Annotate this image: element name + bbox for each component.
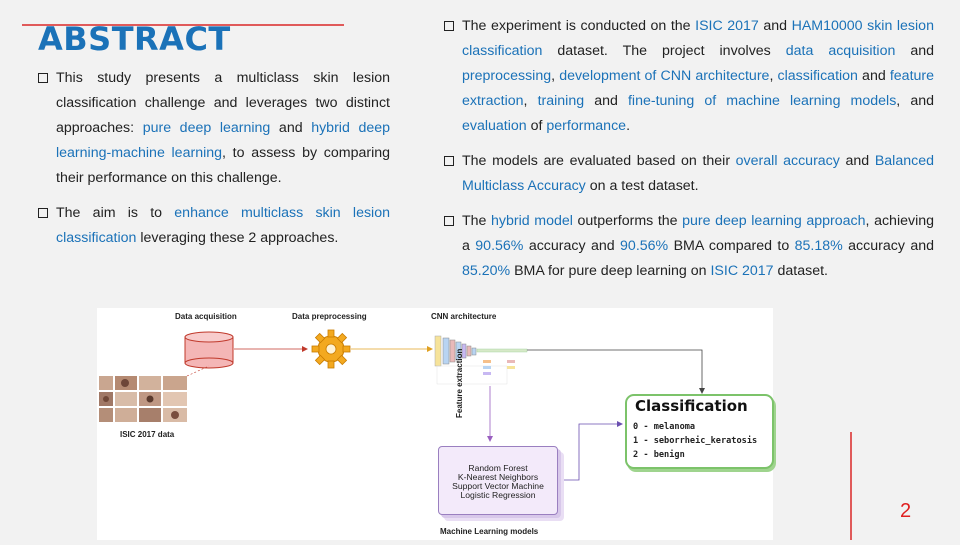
body-text: BMA for pure deep learning on (510, 263, 711, 279)
classification-box: Classification 0 - melanoma 1 - seborrhe… (625, 394, 774, 469)
right-column: The experiment is conducted on the ISIC … (444, 14, 934, 294)
ml-model-item: Logistic Regression (460, 490, 536, 500)
highlight-text: feature extraction (462, 68, 935, 109)
body-text: and (895, 43, 934, 59)
body-text: , to assess by comparing their performan… (56, 145, 391, 186)
body-text: and (839, 153, 875, 169)
ml-model-item: K-Nearest Neighbors (457, 472, 539, 482)
label-data-preprocessing: Data preprocessing (292, 312, 367, 321)
highlight-text: 85.20% (462, 263, 511, 279)
highlight-text: 90.56% (475, 238, 524, 254)
body-text: BMA compared to (668, 238, 795, 254)
body-text: . (626, 118, 631, 134)
class-item: 2 - benign (633, 450, 685, 460)
cnn-layers-icon (434, 335, 528, 385)
body-text: The (462, 213, 492, 229)
checkbox-bullet-icon (444, 156, 454, 166)
highlight-text: training (537, 93, 585, 109)
bullet-item: The experiment is conducted on the ISIC … (444, 14, 934, 139)
isic-image-grid (99, 376, 187, 422)
highlight-text: 85.18% (794, 238, 843, 254)
title-top-rule (22, 24, 344, 26)
checkbox-bullet-icon (38, 73, 48, 83)
pipeline-diagram (99, 329, 705, 481)
highlight-text: 90.56% (620, 238, 669, 254)
highlight-text: ISIC 2017 (695, 18, 759, 34)
bullet-item: The hybrid model outperforms the pure de… (444, 209, 934, 284)
highlight-text: preprocessing (462, 68, 552, 84)
highlight-text: Balanced Multiclass Accuracy (462, 153, 934, 194)
label-isic-data: ISIC 2017 data (120, 430, 175, 439)
checkbox-bullet-icon (444, 216, 454, 226)
classification-title: Classification (635, 397, 748, 415)
highlight-text: overall accuracy (735, 153, 840, 169)
body-text: on a test dataset. (585, 178, 699, 194)
body-text: The aim is to (56, 205, 175, 221)
checkbox-bullet-icon (444, 21, 454, 31)
checkbox-bullet-icon (38, 208, 48, 218)
ml-model-item: Random Forest (468, 463, 528, 473)
highlight-text: performance (546, 118, 627, 134)
highlight-text: data acquisition (785, 43, 896, 59)
gear-icon (311, 329, 351, 369)
body-text: , achieving a (462, 213, 935, 254)
bullet-item: The models are evaluated based on their … (444, 149, 934, 199)
body-text: , (551, 68, 560, 84)
label-data-acquisition: Data acquisition (175, 312, 237, 321)
highlight-text: classification (777, 68, 858, 84)
body-text: and (584, 93, 628, 109)
label-feature-extraction: Feature extraction (455, 348, 464, 418)
body-text: dataset. (773, 263, 829, 279)
highlight-text: HAM10000 skin lesion classification (462, 18, 934, 59)
highlight-text: fine-tuning of machine learning models (627, 93, 897, 109)
page-number: 2 (900, 500, 912, 522)
body-text: The experiment is conducted on the (462, 18, 696, 34)
highlight-text: pure deep learning approach (682, 213, 866, 229)
left-column: This study presents a multiclass skin le… (38, 66, 390, 261)
body-text: The models are evaluated based on their (462, 153, 736, 169)
body-text: accuracy and (523, 238, 621, 254)
body-text: and (270, 120, 312, 136)
highlight-text: development of CNN architecture (559, 68, 770, 84)
body-text: outperforms the (572, 213, 683, 229)
database-icon (184, 331, 234, 369)
body-text: and (857, 68, 890, 84)
body-text: and (758, 18, 792, 34)
slide-title: ABSTRACT (38, 20, 231, 58)
body-text: dataset. The project involves (542, 43, 786, 59)
highlight-text: evaluation (462, 118, 527, 134)
highlight-text: ISIC 2017 (710, 263, 774, 279)
highlight-text: pure deep learning (142, 120, 271, 136)
bullet-item: This study presents a multiclass skin le… (38, 66, 390, 191)
body-text: leveraging these 2 approaches. (136, 230, 339, 246)
body-text: , (523, 93, 538, 109)
bullet-item: The aim is to enhance multiclass skin le… (38, 201, 390, 251)
class-item: 1 - seborrheic_keratosis (633, 436, 758, 446)
highlight-text: enhance multiclass skin lesion classific… (56, 205, 390, 246)
body-text: accuracy and (842, 238, 934, 254)
body-text: This study presents a multiclass skin le… (56, 70, 390, 136)
body-text: , (769, 68, 778, 84)
body-text: , and (896, 93, 935, 109)
body-text: of (526, 118, 547, 134)
class-item: 0 - melanoma (633, 422, 696, 432)
highlight-text: hybrid deep learning-machine learning (56, 120, 391, 161)
highlight-text: hybrid model (491, 213, 573, 229)
ml-models-box: Random Forest K-Nearest Neighbors Suppor… (438, 446, 558, 515)
ml-model-item: Support Vector Machine (452, 481, 544, 491)
label-ml-models: Machine Learning models (440, 527, 539, 536)
accent-vertical-rule (850, 432, 852, 540)
label-cnn-architecture: CNN architecture (431, 312, 497, 321)
